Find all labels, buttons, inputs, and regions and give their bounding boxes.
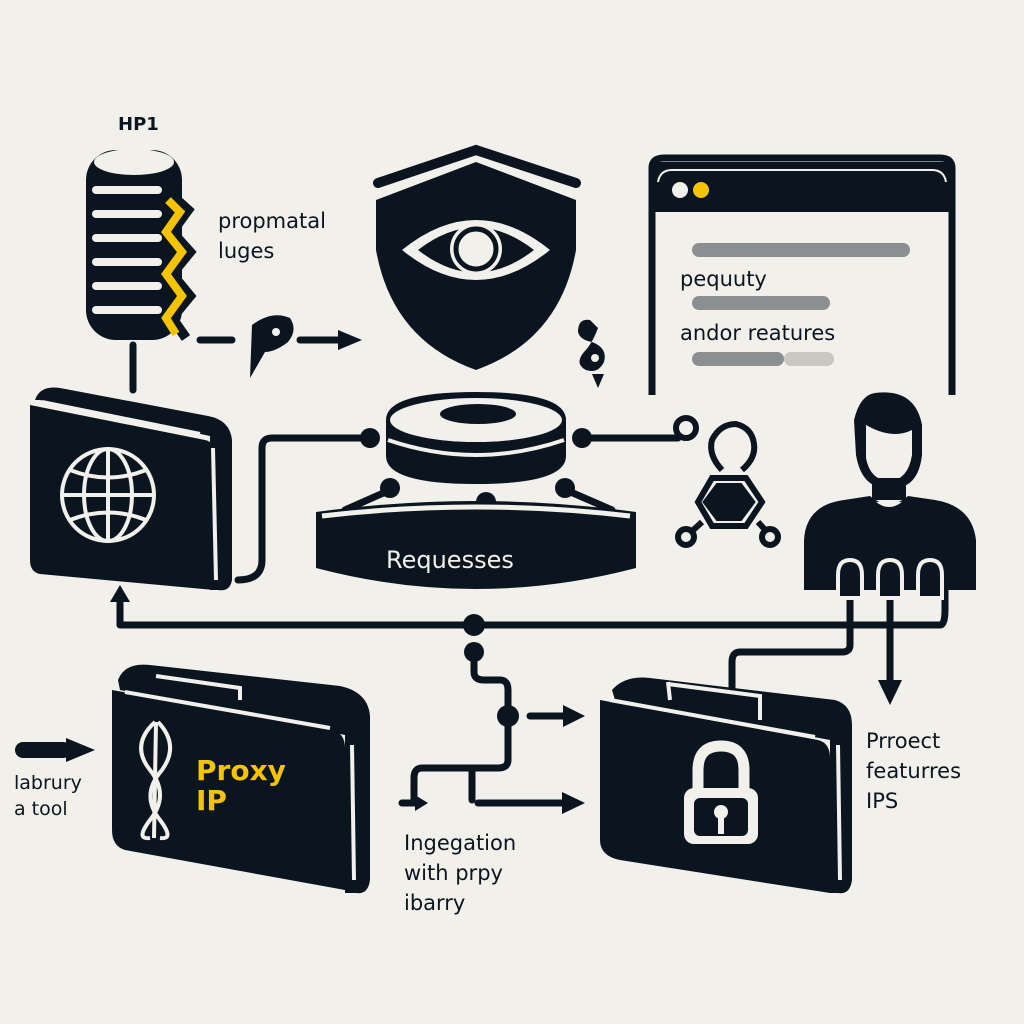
browser-line2: andor reatures	[680, 321, 836, 345]
database-caption-line2: luges	[218, 239, 275, 263]
connector-line	[234, 434, 372, 584]
proxy-title-line1: Proxy	[196, 754, 286, 787]
right-caption-line3: IPS	[866, 789, 899, 813]
globe-folder-icon	[30, 387, 232, 591]
window-dot-yellow	[693, 182, 709, 198]
arrow-head-icon	[110, 585, 130, 602]
left-caption-line2: a tool	[14, 798, 68, 820]
dollar-hook-icon	[578, 319, 605, 388]
proxy-title-line2: IP	[196, 784, 227, 817]
arrow-head-icon	[66, 738, 95, 762]
window-dot-white	[672, 182, 688, 198]
connector-line	[481, 576, 949, 629]
right-caption-line2: featurres	[866, 759, 962, 783]
text-placeholder-bar	[692, 296, 830, 310]
connector-line	[116, 599, 470, 629]
hexagon-network-icon	[675, 420, 781, 548]
arrow-head-icon	[878, 680, 902, 705]
server-hub-label: Requesses	[386, 546, 514, 574]
text-placeholder-bar	[692, 352, 784, 366]
user-person-icon	[804, 392, 976, 600]
integration-caption-line2: with prpy	[404, 861, 503, 885]
arrow-head-icon	[415, 795, 428, 811]
connector-dot	[463, 614, 485, 636]
text-placeholder-bar	[692, 243, 910, 257]
dna-folder-icon	[112, 664, 370, 894]
arrow-head-icon	[562, 792, 585, 814]
left-caption-line1: labrury	[14, 772, 82, 794]
server-disk-icon	[316, 392, 636, 589]
integration-caption-line3: ibarry	[404, 891, 466, 915]
browser-window-icon	[648, 154, 956, 395]
connector-dot	[572, 428, 592, 448]
connector-dot	[464, 642, 484, 662]
database-stack-icon	[86, 149, 197, 341]
lock-folder-icon	[600, 677, 852, 894]
browser-line1: pequuty	[680, 267, 767, 291]
connector-dot	[380, 478, 400, 498]
connector-dot	[360, 428, 380, 448]
connector-line	[410, 651, 512, 804]
database-title: HP1	[118, 114, 159, 135]
pin-marker-icon	[250, 315, 294, 378]
arrow-head-icon	[338, 330, 362, 350]
right-caption-line1: Prroect	[866, 729, 941, 753]
connector-dot	[555, 478, 575, 498]
connector-line	[728, 581, 854, 694]
connector-dot-hollow	[673, 415, 699, 441]
shield-eye-icon	[373, 144, 581, 370]
arrow-head-icon	[563, 705, 585, 727]
integration-caption-line1: Ingegation	[404, 831, 517, 855]
database-caption-line1: propmatal	[218, 209, 326, 233]
connector-dot	[497, 705, 519, 727]
